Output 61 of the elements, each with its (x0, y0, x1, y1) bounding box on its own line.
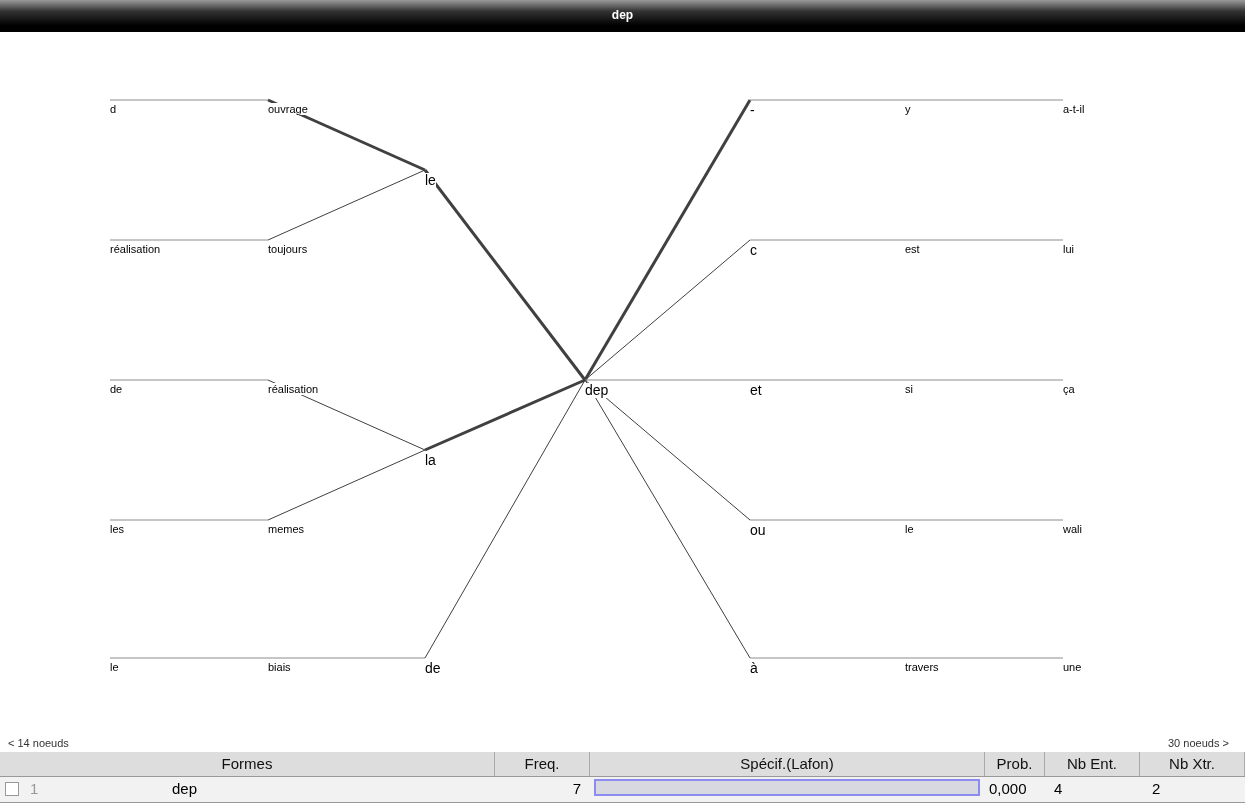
nav-link: 30 noeuds > (1168, 737, 1229, 749)
word-label: réalisation (110, 243, 161, 256)
word-label: wali (1063, 523, 1082, 536)
tree-branch-line (584, 379, 751, 381)
table-value: 7 (571, 779, 582, 799)
word-label: toujours (268, 243, 308, 256)
tree-branch-line (584, 379, 751, 521)
tree-branch-line (749, 379, 906, 381)
word-label: de (110, 383, 123, 396)
tree-branch-line (267, 169, 426, 241)
word-label: le (110, 661, 119, 674)
tree-branch-line (423, 169, 587, 381)
tree-branch-line (584, 379, 751, 659)
word-label: les (110, 523, 125, 536)
specificity-bar (594, 779, 980, 796)
tree-branch-line (904, 99, 1064, 101)
tree-branch-line (267, 449, 426, 521)
title: dep (610, 8, 635, 22)
tree-branch-line (267, 98, 426, 172)
tree-branch-line (424, 378, 586, 452)
tree-branch-line (267, 657, 426, 659)
word-label: dep (585, 383, 609, 399)
table-value: 2 (1151, 779, 1162, 799)
tree-branch-line (424, 379, 586, 659)
tree-branch-line (584, 239, 751, 381)
word-label: est (905, 243, 920, 256)
tree-branch-line (749, 99, 906, 101)
tree-branch-line (749, 519, 906, 521)
word-label: lui (1063, 243, 1074, 256)
row-number: 1 (29, 779, 40, 799)
tree-branch-line (583, 99, 752, 381)
column-header: Nb Xtr. (1140, 752, 1245, 776)
word-label: ouvrage (268, 103, 308, 116)
word-label: le (425, 173, 436, 189)
word-label: a-t-il (1063, 103, 1085, 116)
column-header: Spécif.(Lafon) (590, 752, 985, 776)
word-label: d (110, 103, 117, 116)
column-header: Prob. (985, 752, 1045, 776)
tree-branch-line (904, 519, 1064, 521)
tree-branch-line (904, 239, 1064, 241)
tree-branch-line (109, 657, 269, 659)
tree-branch-line (109, 99, 269, 101)
nav-link: < 14 noeuds (8, 737, 69, 749)
column-header: Formes (0, 752, 495, 776)
tree-branch-line (109, 379, 269, 381)
tree-branch-line (109, 519, 269, 521)
column-header: Freq. (495, 752, 590, 776)
word-label: biais (268, 661, 291, 674)
tree-branch-line (749, 657, 906, 659)
table-value: dep (171, 779, 199, 799)
word-label: le (905, 523, 914, 536)
word-label: travers (905, 661, 939, 674)
tree-branch-line (904, 379, 1064, 381)
table-value: 0,000 (988, 779, 1028, 799)
tree-branch-line (749, 239, 906, 241)
column-header: Nb Ent. (1045, 752, 1140, 776)
table-value: 4 (1053, 779, 1064, 799)
tree-branch-line (109, 239, 269, 241)
tree-branch-line (904, 657, 1064, 659)
word-label: réalisation (268, 383, 319, 396)
word-label: si (905, 383, 913, 396)
